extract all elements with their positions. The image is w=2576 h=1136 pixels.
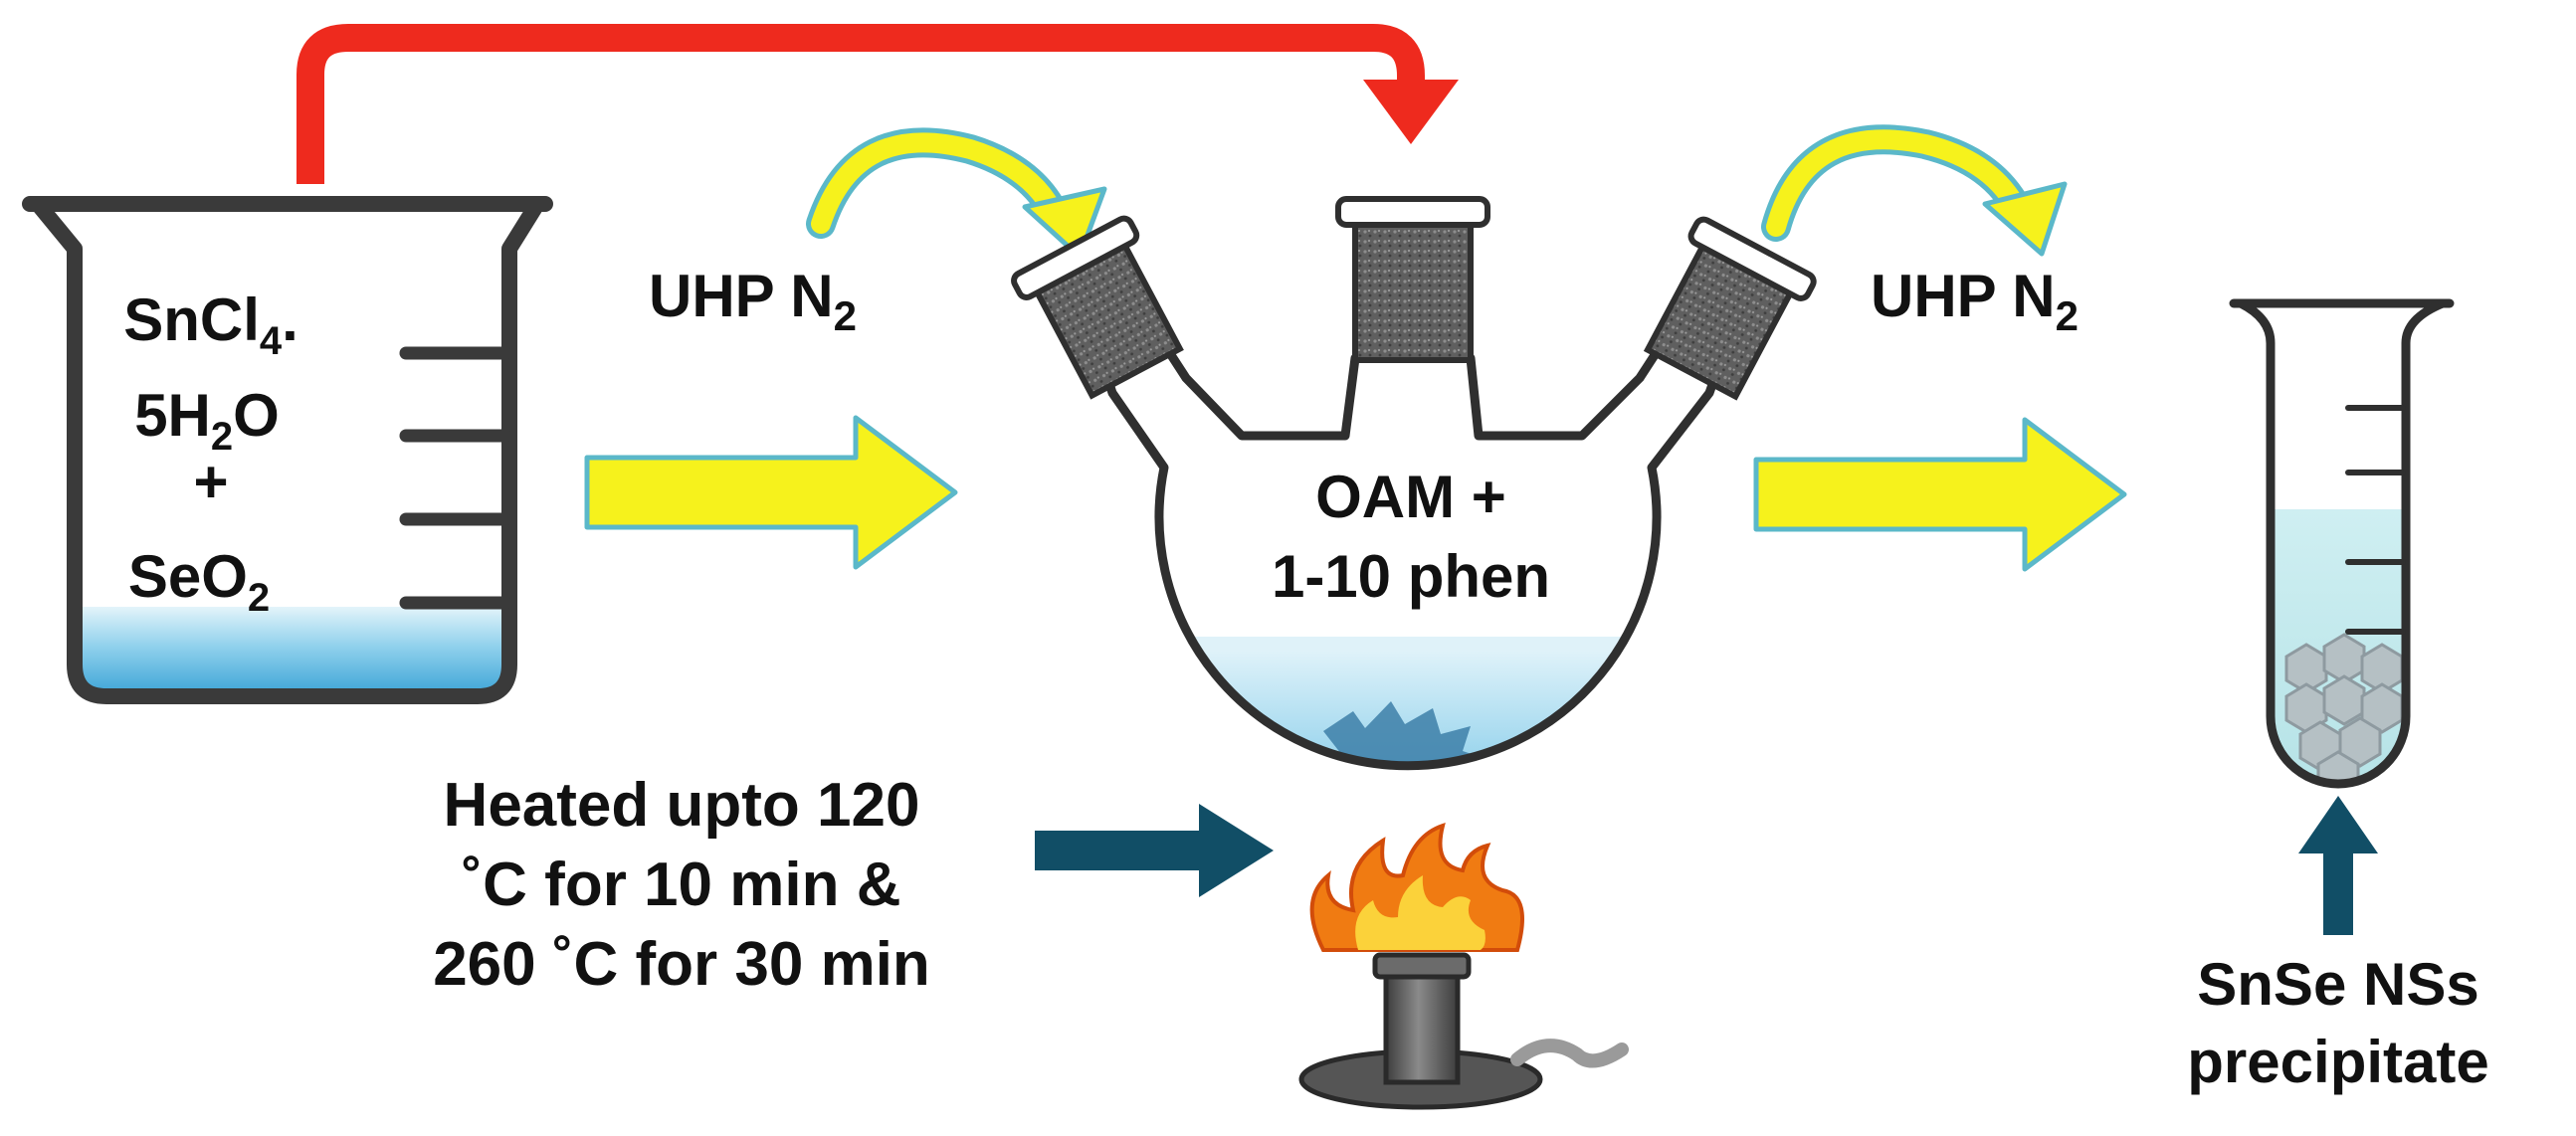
product-arrow-icon: [2298, 796, 2378, 935]
test-tube-icon: [2229, 298, 2455, 789]
gas-inlet-label: UHP N2: [649, 263, 857, 339]
heating-arrow-icon: [1035, 804, 1274, 897]
gas-inlet-arrow-icon: [806, 127, 1107, 260]
flask-stopper-center: [1335, 196, 1490, 363]
flask-stopper-left: [1011, 215, 1184, 400]
flask-contents-line2: 1-10 phen: [1272, 543, 1550, 610]
yellow-arrow-right: [1753, 417, 2127, 572]
flame-icon: [1309, 822, 1524, 952]
transfer-arrow-icon: [297, 24, 1459, 184]
flask-stopper-right: [1643, 216, 1817, 401]
test-tube-graduations: [2345, 405, 2406, 635]
product-label-line1: SnSe NSs: [2197, 951, 2478, 1018]
heating-condition-line3: 260 ˚C for 30 min: [433, 930, 930, 999]
gas-outlet-label: UHP N2: [1871, 263, 2079, 339]
beaker-plus-sign: +: [193, 449, 228, 515]
beaker-reagent-line4: SeO2: [128, 543, 270, 620]
bunsen-burner-icon: [1298, 952, 1629, 1110]
beaker-icon: [22, 196, 553, 704]
heating-condition-line2: ˚C for 10 min &: [463, 851, 901, 919]
flask-contents-line1: OAM +: [1315, 464, 1506, 530]
beaker-graduations: [399, 346, 512, 610]
beaker-reagent-line2: 5H2O: [134, 382, 280, 459]
gas-outlet-arrow-icon: [1761, 124, 2068, 257]
beaker-reagent-line1: SnCl4.: [123, 286, 298, 363]
yellow-arrow-left: [584, 415, 958, 570]
heating-condition-line1: Heated upto 120: [444, 771, 920, 840]
product-label-line2: precipitate: [2187, 1029, 2488, 1095]
